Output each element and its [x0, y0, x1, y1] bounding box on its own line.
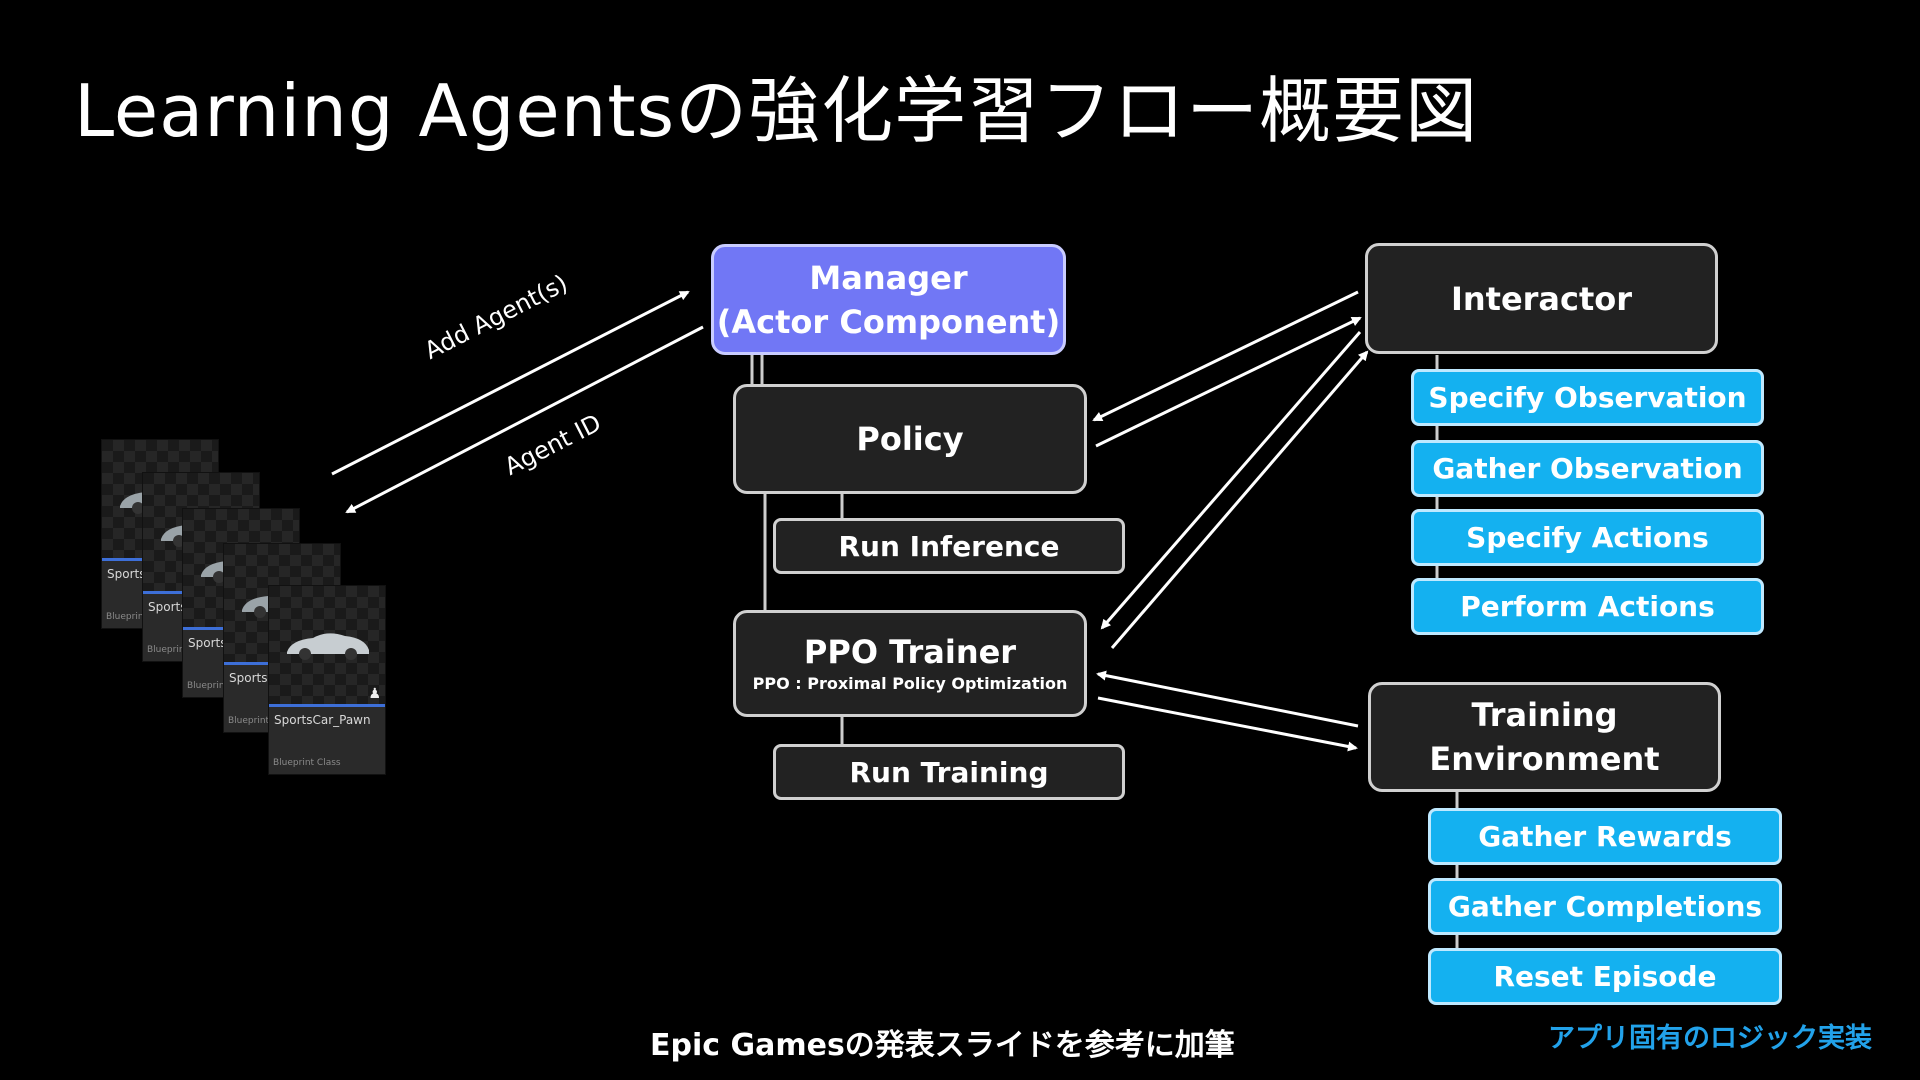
policy-label: Policy — [856, 420, 964, 458]
source-footnote: Epic Gamesの発表スライドを参考に加筆 — [650, 1028, 1235, 1063]
env-to-trainer-arrow — [1096, 670, 1359, 728]
asset-type: Blueprint — [187, 681, 229, 691]
asset-type: Blueprint — [228, 716, 270, 726]
manager-label: Manager — [809, 258, 968, 297]
asset-card[interactable]: ♟ SportsCar_Pawn Blueprint Class — [268, 585, 386, 775]
policy-to-interactor-arrow — [1095, 316, 1362, 448]
add-agent-arrow — [331, 290, 690, 476]
asset-name: Sports — [188, 636, 227, 650]
specify-observation-node: Specify Observation — [1411, 369, 1764, 426]
gather-observation-label: Gather Observation — [1432, 452, 1743, 485]
gather-rewards-label: Gather Rewards — [1478, 820, 1732, 853]
app-logic-legend: アプリ固有のロジック実装 — [1548, 1023, 1872, 1054]
gather-completions-node: Gather Completions — [1428, 878, 1782, 935]
manager-sublabel: (Actor Component) — [716, 302, 1061, 341]
training-environment-node: Training Environment — [1368, 682, 1721, 792]
interactor-node: Interactor — [1365, 243, 1718, 354]
gather-rewards-node: Gather Rewards — [1428, 808, 1782, 865]
specify-actions-node: Specify Actions — [1411, 509, 1764, 566]
perform-actions-label: Perform Actions — [1460, 590, 1715, 623]
run-training-label: Run Training — [849, 755, 1049, 789]
manager-node: Manager (Actor Component) — [711, 244, 1066, 355]
asset-name: Sports — [148, 600, 187, 614]
policy-node: Policy — [733, 384, 1087, 494]
run-training-node: Run Training — [773, 744, 1125, 800]
agent-id-arrow — [345, 325, 704, 514]
reset-episode-label: Reset Episode — [1493, 960, 1717, 993]
reset-episode-node: Reset Episode — [1428, 948, 1782, 1005]
page-title: Learning Agentsの強化学習フロー概要図 — [74, 69, 1479, 153]
training-environment-label: Training — [1471, 696, 1618, 734]
ppo-trainer-subtitle: PPO : Proximal Policy Optimization — [752, 673, 1068, 693]
run-inference-node: Run Inference — [773, 518, 1125, 574]
asset-name: SportsCar_Pawn — [274, 713, 371, 727]
ppo-trainer-label: PPO Trainer — [803, 632, 1017, 671]
trainer-to-env-arrow — [1097, 696, 1358, 752]
asset-type: Blueprint Class — [273, 758, 341, 768]
ppo-trainer-node: PPO Trainer PPO : Proximal Policy Optimi… — [733, 610, 1087, 717]
car-thumbnail-icon — [283, 626, 373, 666]
asset-type: Blueprint — [106, 612, 148, 622]
training-environment-sublabel: Environment — [1429, 740, 1660, 778]
trainer-to-interactor-arrow — [1110, 350, 1369, 649]
asset-name: Sports — [107, 567, 146, 581]
asset-type: Blueprint — [147, 645, 189, 655]
interactor-to-trainer-arrow — [1100, 331, 1362, 630]
gather-observation-node: Gather Observation — [1411, 440, 1764, 497]
specify-actions-label: Specify Actions — [1466, 521, 1709, 554]
interactor-to-policy-arrow — [1092, 290, 1359, 422]
pawn-icon: ♟ — [368, 686, 381, 702]
interactor-label: Interactor — [1450, 279, 1633, 318]
gather-completions-label: Gather Completions — [1447, 890, 1763, 923]
asset-name: Sports — [229, 671, 268, 685]
perform-actions-node: Perform Actions — [1411, 578, 1764, 635]
specify-observation-label: Specify Observation — [1428, 381, 1747, 414]
run-inference-label: Run Inference — [838, 529, 1060, 563]
